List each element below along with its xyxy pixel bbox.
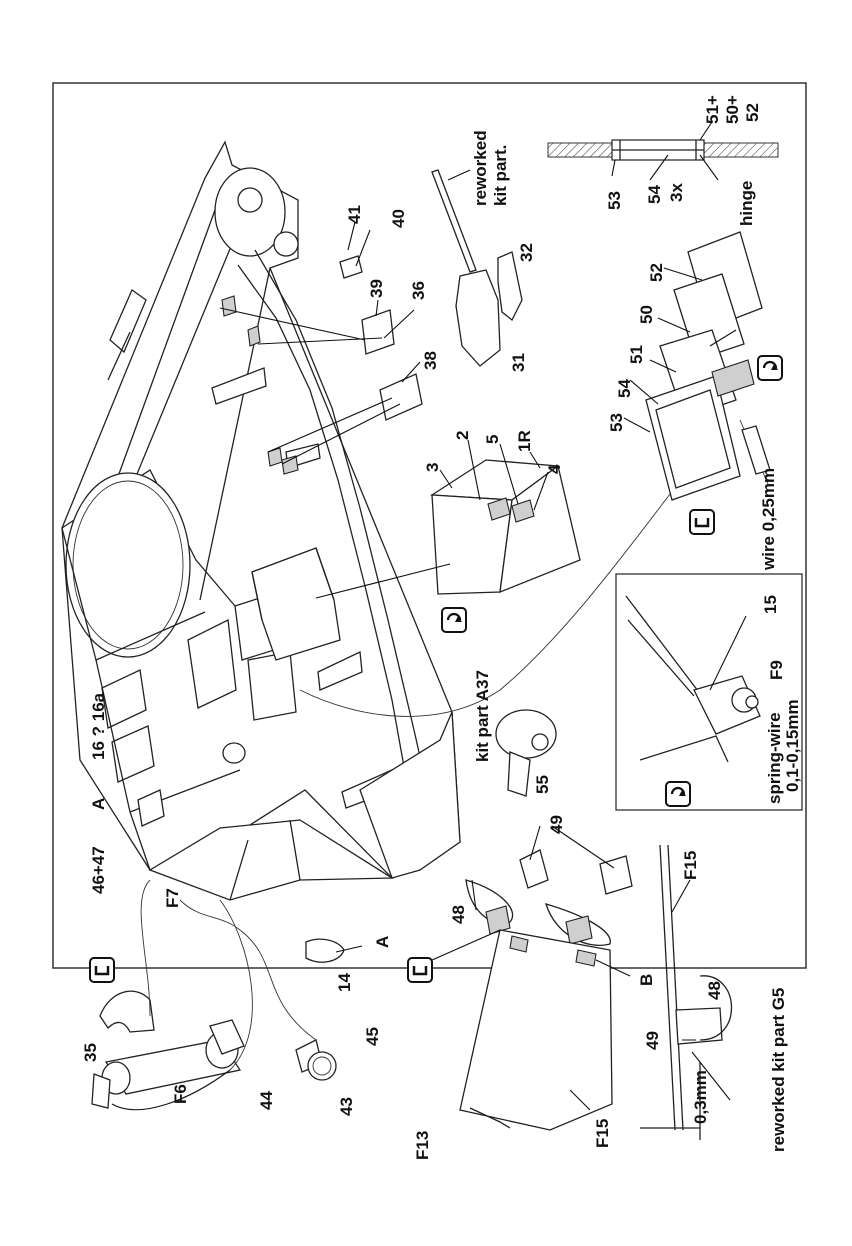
label-F9: F9: [767, 660, 786, 680]
label-15: 15: [761, 595, 780, 614]
label-50: 50: [637, 305, 656, 324]
label-36: 36: [409, 281, 428, 300]
label-3x: 3x: [667, 183, 686, 202]
periscope-part: [495, 709, 557, 797]
tank-hull: [61, 140, 461, 901]
label-16-16a: 16 ? 16a: [89, 692, 108, 760]
label-32: 32: [517, 243, 536, 262]
label-4: 4: [545, 464, 564, 474]
label-2: 2: [453, 431, 472, 440]
label-43: 43: [337, 1097, 356, 1116]
rotate-icon: [665, 781, 691, 807]
rotate-icon: [757, 355, 783, 381]
hinge-section-diagram: [547, 121, 779, 181]
hatch-plates: [299, 231, 771, 717]
label-39: 39: [367, 279, 386, 298]
label-31: 31: [509, 353, 528, 372]
lid-plate: [413, 929, 631, 1131]
label-51plus: 51+: [703, 95, 722, 124]
label-49-b: 49: [643, 1031, 662, 1050]
label-0-3mm: 0,3mm: [691, 1070, 710, 1124]
label-B: B: [637, 974, 656, 986]
label-5: 5: [483, 435, 502, 444]
label-3: 3: [423, 463, 442, 472]
label-41: 41: [345, 205, 364, 224]
label-reworked-G5: reworked kit part G5: [769, 988, 788, 1152]
detail-inset: [615, 573, 803, 811]
label-wire: wire 0,25mm: [759, 468, 778, 571]
shovel-part: [431, 169, 523, 367]
glue-icon: [89, 957, 115, 983]
small-brackets: [219, 221, 423, 465]
label-hinge: hinge: [737, 181, 756, 226]
label-kit-part-A37: kit part A37: [473, 670, 492, 762]
label-spring-size: 0,1-0,15mm: [783, 699, 802, 792]
label-46-47: 46+47: [89, 846, 108, 894]
label-F15-b: F15: [593, 1119, 612, 1148]
label-52-top: 52: [743, 103, 762, 122]
label-F13: F13: [413, 1131, 432, 1160]
label-1R: 1R: [515, 430, 534, 452]
label-40: 40: [389, 209, 408, 228]
label-F6: F6: [171, 1084, 190, 1104]
glue-icon: [689, 509, 715, 535]
label-F7: F7: [163, 888, 182, 908]
label-F15-a: F15: [681, 851, 700, 880]
rotate-icon: [441, 607, 467, 633]
label-A-1: A: [89, 798, 108, 810]
label-reworked: reworked: [471, 130, 490, 206]
label-52: 52: [647, 263, 666, 282]
label-54-top: 54: [645, 185, 664, 204]
label-spring-wire: spring-wire: [765, 712, 784, 804]
label-51: 51: [627, 345, 646, 364]
label-45: 45: [363, 1027, 382, 1046]
label-44: 44: [257, 1091, 276, 1110]
stowage-box: [315, 439, 581, 599]
label-49-a: 49: [547, 815, 566, 834]
side-detail: [640, 844, 733, 1140]
label-54: 54: [615, 379, 634, 398]
label-55: 55: [533, 775, 552, 794]
label-14: 14: [335, 973, 354, 992]
muffler-part: [91, 879, 253, 1111]
label-35: 35: [81, 1043, 100, 1062]
spring-part: [179, 899, 363, 1081]
label-kit-part: kit part.: [491, 145, 510, 206]
label-38: 38: [421, 351, 440, 370]
label-53: 53: [607, 413, 626, 432]
label-53-top: 53: [605, 191, 624, 210]
hatch-hinges: [465, 825, 633, 946]
label-48-a: 48: [449, 905, 468, 924]
glue-icon: [407, 957, 433, 983]
label-50plus: 50+: [723, 95, 742, 124]
label-48-b: 48: [705, 981, 724, 1000]
label-A-2: A: [373, 936, 392, 948]
